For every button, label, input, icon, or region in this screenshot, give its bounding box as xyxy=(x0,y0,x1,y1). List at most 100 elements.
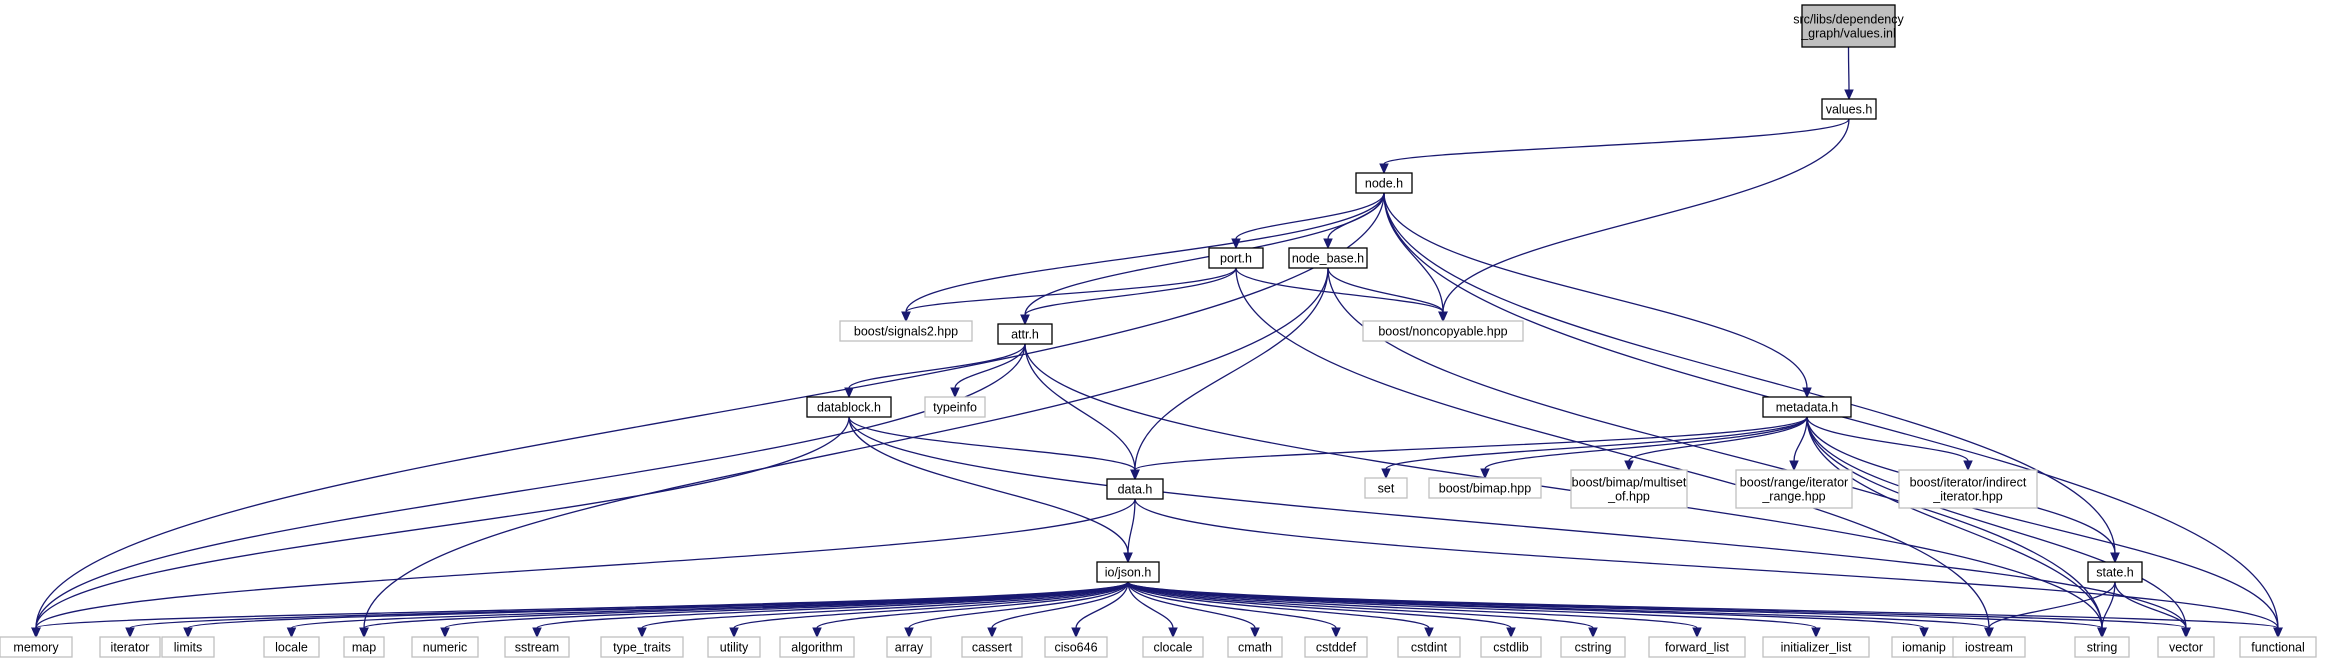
edge-line xyxy=(1024,343,1136,471)
node-box xyxy=(1762,396,1852,418)
edge-metadata_h-to-set xyxy=(1381,416,1808,480)
node-vector[interactable]: vector xyxy=(2157,636,2215,658)
node-array[interactable]: array xyxy=(886,636,932,658)
node-functional[interactable]: functional xyxy=(2239,636,2317,658)
edge-io_json_h-to-type_traits xyxy=(637,581,1129,639)
edge-attr_h-to-typeinfo xyxy=(950,343,1026,399)
node-metadata-h[interactable]: metadata.h xyxy=(1762,396,1852,418)
node-cstdint[interactable]: cstdint xyxy=(1397,636,1461,658)
arrow-head-icon xyxy=(1130,469,1140,481)
edge-line xyxy=(1127,581,1256,629)
edge-line xyxy=(35,498,1136,629)
node-numeric[interactable]: numeric xyxy=(411,636,479,658)
edge-line xyxy=(1134,498,2279,629)
node-map[interactable]: map xyxy=(343,636,385,658)
node-box xyxy=(1397,636,1461,658)
edge-line xyxy=(35,416,850,629)
edge-io_json_h-to-cmath xyxy=(1127,581,1260,639)
edge-line xyxy=(1793,416,1808,462)
node-string[interactable]: string xyxy=(2074,636,2130,658)
node-box xyxy=(1362,320,1524,342)
edge-line xyxy=(1127,581,1594,629)
arrow-head-icon xyxy=(950,387,960,399)
node-boost-signals2[interactable]: boost/signals2.hpp xyxy=(839,320,973,342)
node-iostream[interactable]: iostream xyxy=(1952,636,2026,658)
node-label: cmath xyxy=(1238,641,1272,655)
node-cstring[interactable]: cstring xyxy=(1560,636,1626,658)
edge-io_json_h-to-initializer_list xyxy=(1127,581,1821,639)
node-label: numeric xyxy=(423,641,467,655)
node-label: state.h xyxy=(2096,566,2134,580)
edge-io_json_h-to-clocale xyxy=(1127,581,1178,639)
edge-attr_h-to-data_h xyxy=(1024,343,1140,481)
node-forward-list[interactable]: forward_list xyxy=(1648,636,1746,658)
arrow-head-icon xyxy=(2110,552,2120,564)
edge-metadata_h-to-boost_indirect xyxy=(1806,416,1973,472)
node-label: iomanip xyxy=(1902,641,1946,655)
node-node-h[interactable]: node.h xyxy=(1355,172,1413,194)
node-box xyxy=(1106,478,1164,500)
node-iomanip[interactable]: iomanip xyxy=(1891,636,1957,658)
arrow-head-icon xyxy=(1984,627,1994,639)
node-label: memory xyxy=(13,641,59,655)
edge-io_json_h-to-utility xyxy=(729,581,1129,639)
node-clocale[interactable]: clocale xyxy=(1142,636,1204,658)
edge-line xyxy=(816,581,1129,629)
edge-metadata_h-to-data_h xyxy=(1130,416,1808,481)
node-boost-multiset[interactable]: boost/bimap/multiset_of.hpp xyxy=(1570,469,1688,509)
node-limits[interactable]: limits xyxy=(161,636,215,658)
node-node-base-h[interactable]: node_base.h xyxy=(1288,247,1368,269)
node-label: forward_list xyxy=(1665,641,1729,655)
node-root[interactable]: src/libs/dependency_graph/values.inl xyxy=(1793,4,1904,48)
node-data-h[interactable]: data.h xyxy=(1106,478,1164,500)
node-ciso646[interactable]: ciso646 xyxy=(1044,636,1108,658)
arrow-head-icon xyxy=(904,627,914,639)
node-algorithm[interactable]: algorithm xyxy=(779,636,855,658)
node-boost-indirect[interactable]: boost/iterator/indirect_iterator.hpp xyxy=(1898,469,2038,509)
node-iterator[interactable]: iterator xyxy=(99,636,161,658)
edge-node_h-to-metadata_h xyxy=(1383,192,1812,399)
node-io-json-h[interactable]: io/json.h xyxy=(1096,561,1160,583)
arrow-head-icon xyxy=(1692,627,1702,639)
edge-metadata_h-to-boost_multiset xyxy=(1624,416,1808,472)
node-boost-range[interactable]: boost/range/iterator_range.hpp xyxy=(1735,469,1853,509)
node-box xyxy=(1821,98,1877,120)
node-boost-bimap[interactable]: boost/bimap.hpp xyxy=(1428,477,1542,499)
node-sstream[interactable]: sstream xyxy=(504,636,570,658)
node-box xyxy=(263,636,320,658)
node-set[interactable]: set xyxy=(1364,477,1408,499)
node-state-h[interactable]: state.h xyxy=(2087,561,2143,583)
edge-io_json_h-to-functional xyxy=(1127,581,2283,639)
edge-line xyxy=(1127,581,1430,629)
edge-datablock_h-to-memory xyxy=(31,416,850,639)
node-utility[interactable]: utility xyxy=(707,636,761,658)
node-box xyxy=(2157,636,2215,658)
node-memory[interactable]: memory xyxy=(0,636,73,658)
node-cstddef[interactable]: cstddef xyxy=(1304,636,1368,658)
node-cmath[interactable]: cmath xyxy=(1227,636,1283,658)
edge-line xyxy=(1127,581,2279,629)
edge-metadata_h-to-string xyxy=(1806,416,2107,639)
node-box xyxy=(806,396,892,418)
edge-line xyxy=(1385,416,1808,470)
node-boost-noncopyable[interactable]: boost/noncopyable.hpp xyxy=(1362,320,1524,342)
node-typeinfo[interactable]: typeinfo xyxy=(924,396,986,418)
node-box xyxy=(1288,247,1368,269)
node-box xyxy=(886,636,932,658)
node-attr-h[interactable]: attr.h xyxy=(997,323,1053,345)
node-box xyxy=(1570,469,1688,509)
node-port-h[interactable]: port.h xyxy=(1208,247,1264,269)
node-type-traits[interactable]: type_traits xyxy=(600,636,684,658)
edge-io_json_h-to-cstdlib xyxy=(1127,581,1516,639)
node-initializer-list[interactable]: initializer_list xyxy=(1762,636,1870,658)
node-label: string xyxy=(2087,641,2118,655)
node-label: iostream xyxy=(1965,641,2013,655)
node-cstdlib[interactable]: cstdlib xyxy=(1480,636,1542,658)
node-values-h[interactable]: values.h xyxy=(1821,98,1877,120)
node-box xyxy=(2239,636,2317,658)
node-cassert[interactable]: cassert xyxy=(961,636,1023,658)
edge-root-to-values_h xyxy=(1844,46,1854,101)
node-datablock-h[interactable]: datablock.h xyxy=(806,396,892,418)
node-locale[interactable]: locale xyxy=(263,636,320,658)
edge-line xyxy=(1127,581,1337,629)
